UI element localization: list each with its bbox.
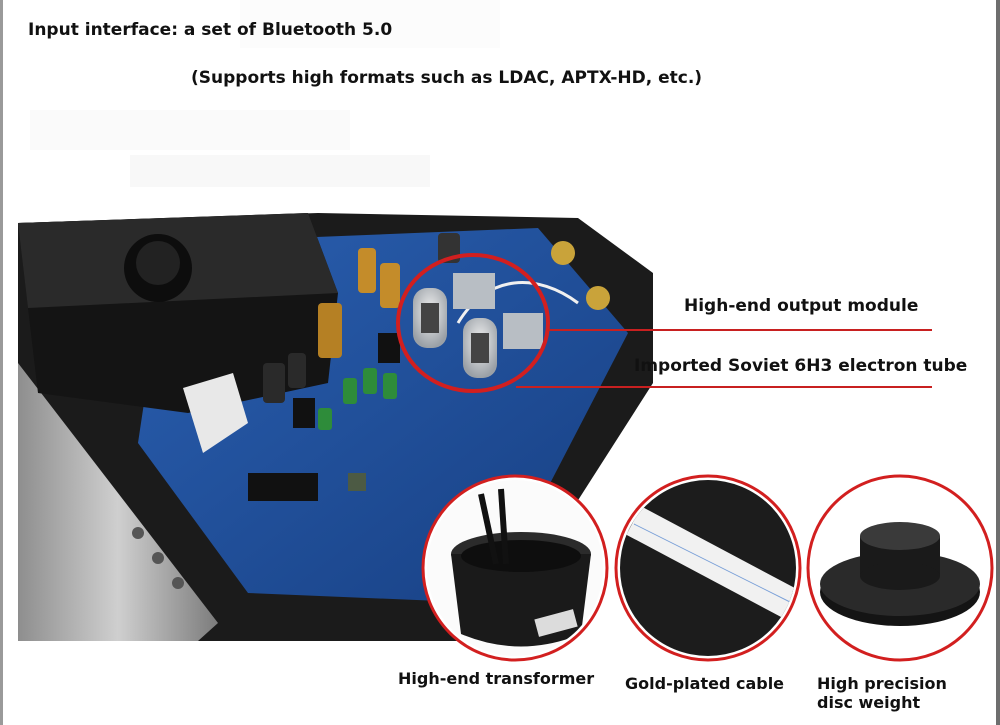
highlight-circle [396, 253, 550, 393]
callout-output-module: High-end output module [684, 296, 919, 316]
page-subtitle: (Supports high formats such as LDAC, APT… [191, 68, 703, 88]
callout-electron-tube: Imported Soviet 6H3 electron tube [634, 356, 968, 376]
page-title: Input interface: a set of Bluetooth 5.0 [28, 20, 393, 40]
capacitors [263, 233, 460, 430]
caption-transformer: High-end transformer [398, 669, 595, 688]
caption-cable: Gold-plated cable [625, 674, 785, 693]
right-border [996, 0, 1000, 725]
faded-text-block [240, 0, 500, 48]
front-panel [18, 363, 218, 641]
callout-line [516, 386, 932, 388]
ribbon-cable-photo [614, 474, 802, 662]
electron-tubes [413, 288, 497, 378]
transformer-photo [421, 474, 609, 662]
faded-text-block [130, 155, 430, 187]
disc-weight-photo [806, 474, 994, 662]
faded-text-block [30, 110, 350, 150]
callout-line [548, 329, 932, 331]
output-module [453, 273, 495, 309]
ic-chip [248, 473, 318, 501]
left-border [0, 0, 3, 725]
caption-disc-weight: High precision disc weight [817, 674, 947, 712]
